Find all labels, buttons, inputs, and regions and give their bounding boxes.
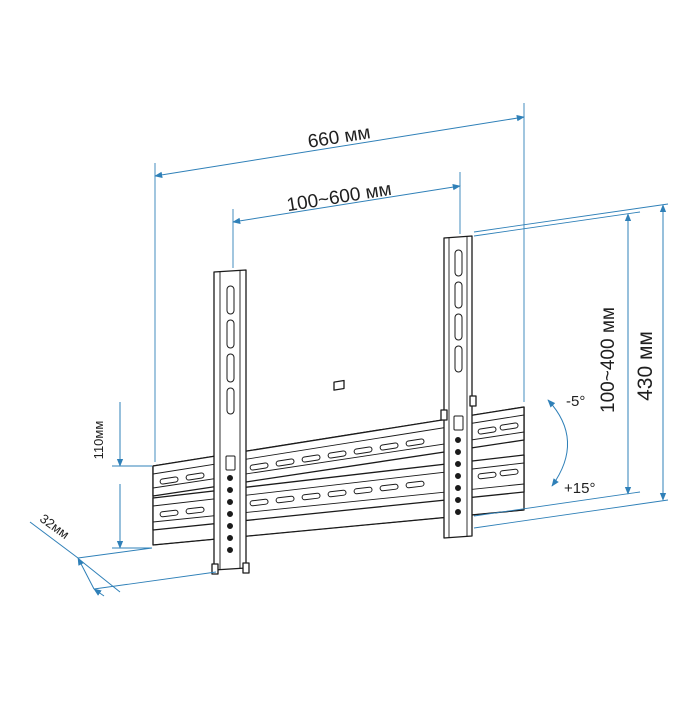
dimension-vesa-horizontal: 100~600 мм <box>232 172 461 268</box>
dimension-rail-height: 110мм <box>91 402 152 549</box>
vesa-vertical-label: 100~400 мм <box>598 307 619 413</box>
total-height-label: 430 мм <box>634 331 657 401</box>
dimension-total-height: 430 мм <box>473 203 669 529</box>
depth-label: 32мм <box>37 511 72 542</box>
tilt-up-label: -5° <box>566 393 585 410</box>
dimension-vesa-vertical: 100~400 мм <box>473 211 641 517</box>
left-vertical-bracket <box>211 269 250 575</box>
total-width-label: 660 мм <box>306 122 372 153</box>
tilt-indicator: -5° +15° <box>547 393 595 497</box>
vesa-horizontal-label: 100~600 мм <box>285 179 393 216</box>
right-vertical-bracket <box>440 235 477 539</box>
lower-rail-slots <box>159 468 519 518</box>
tilt-down-label: +15° <box>564 480 595 497</box>
upper-rail-slots <box>159 422 519 485</box>
rail-height-label: 110мм <box>91 421 106 460</box>
